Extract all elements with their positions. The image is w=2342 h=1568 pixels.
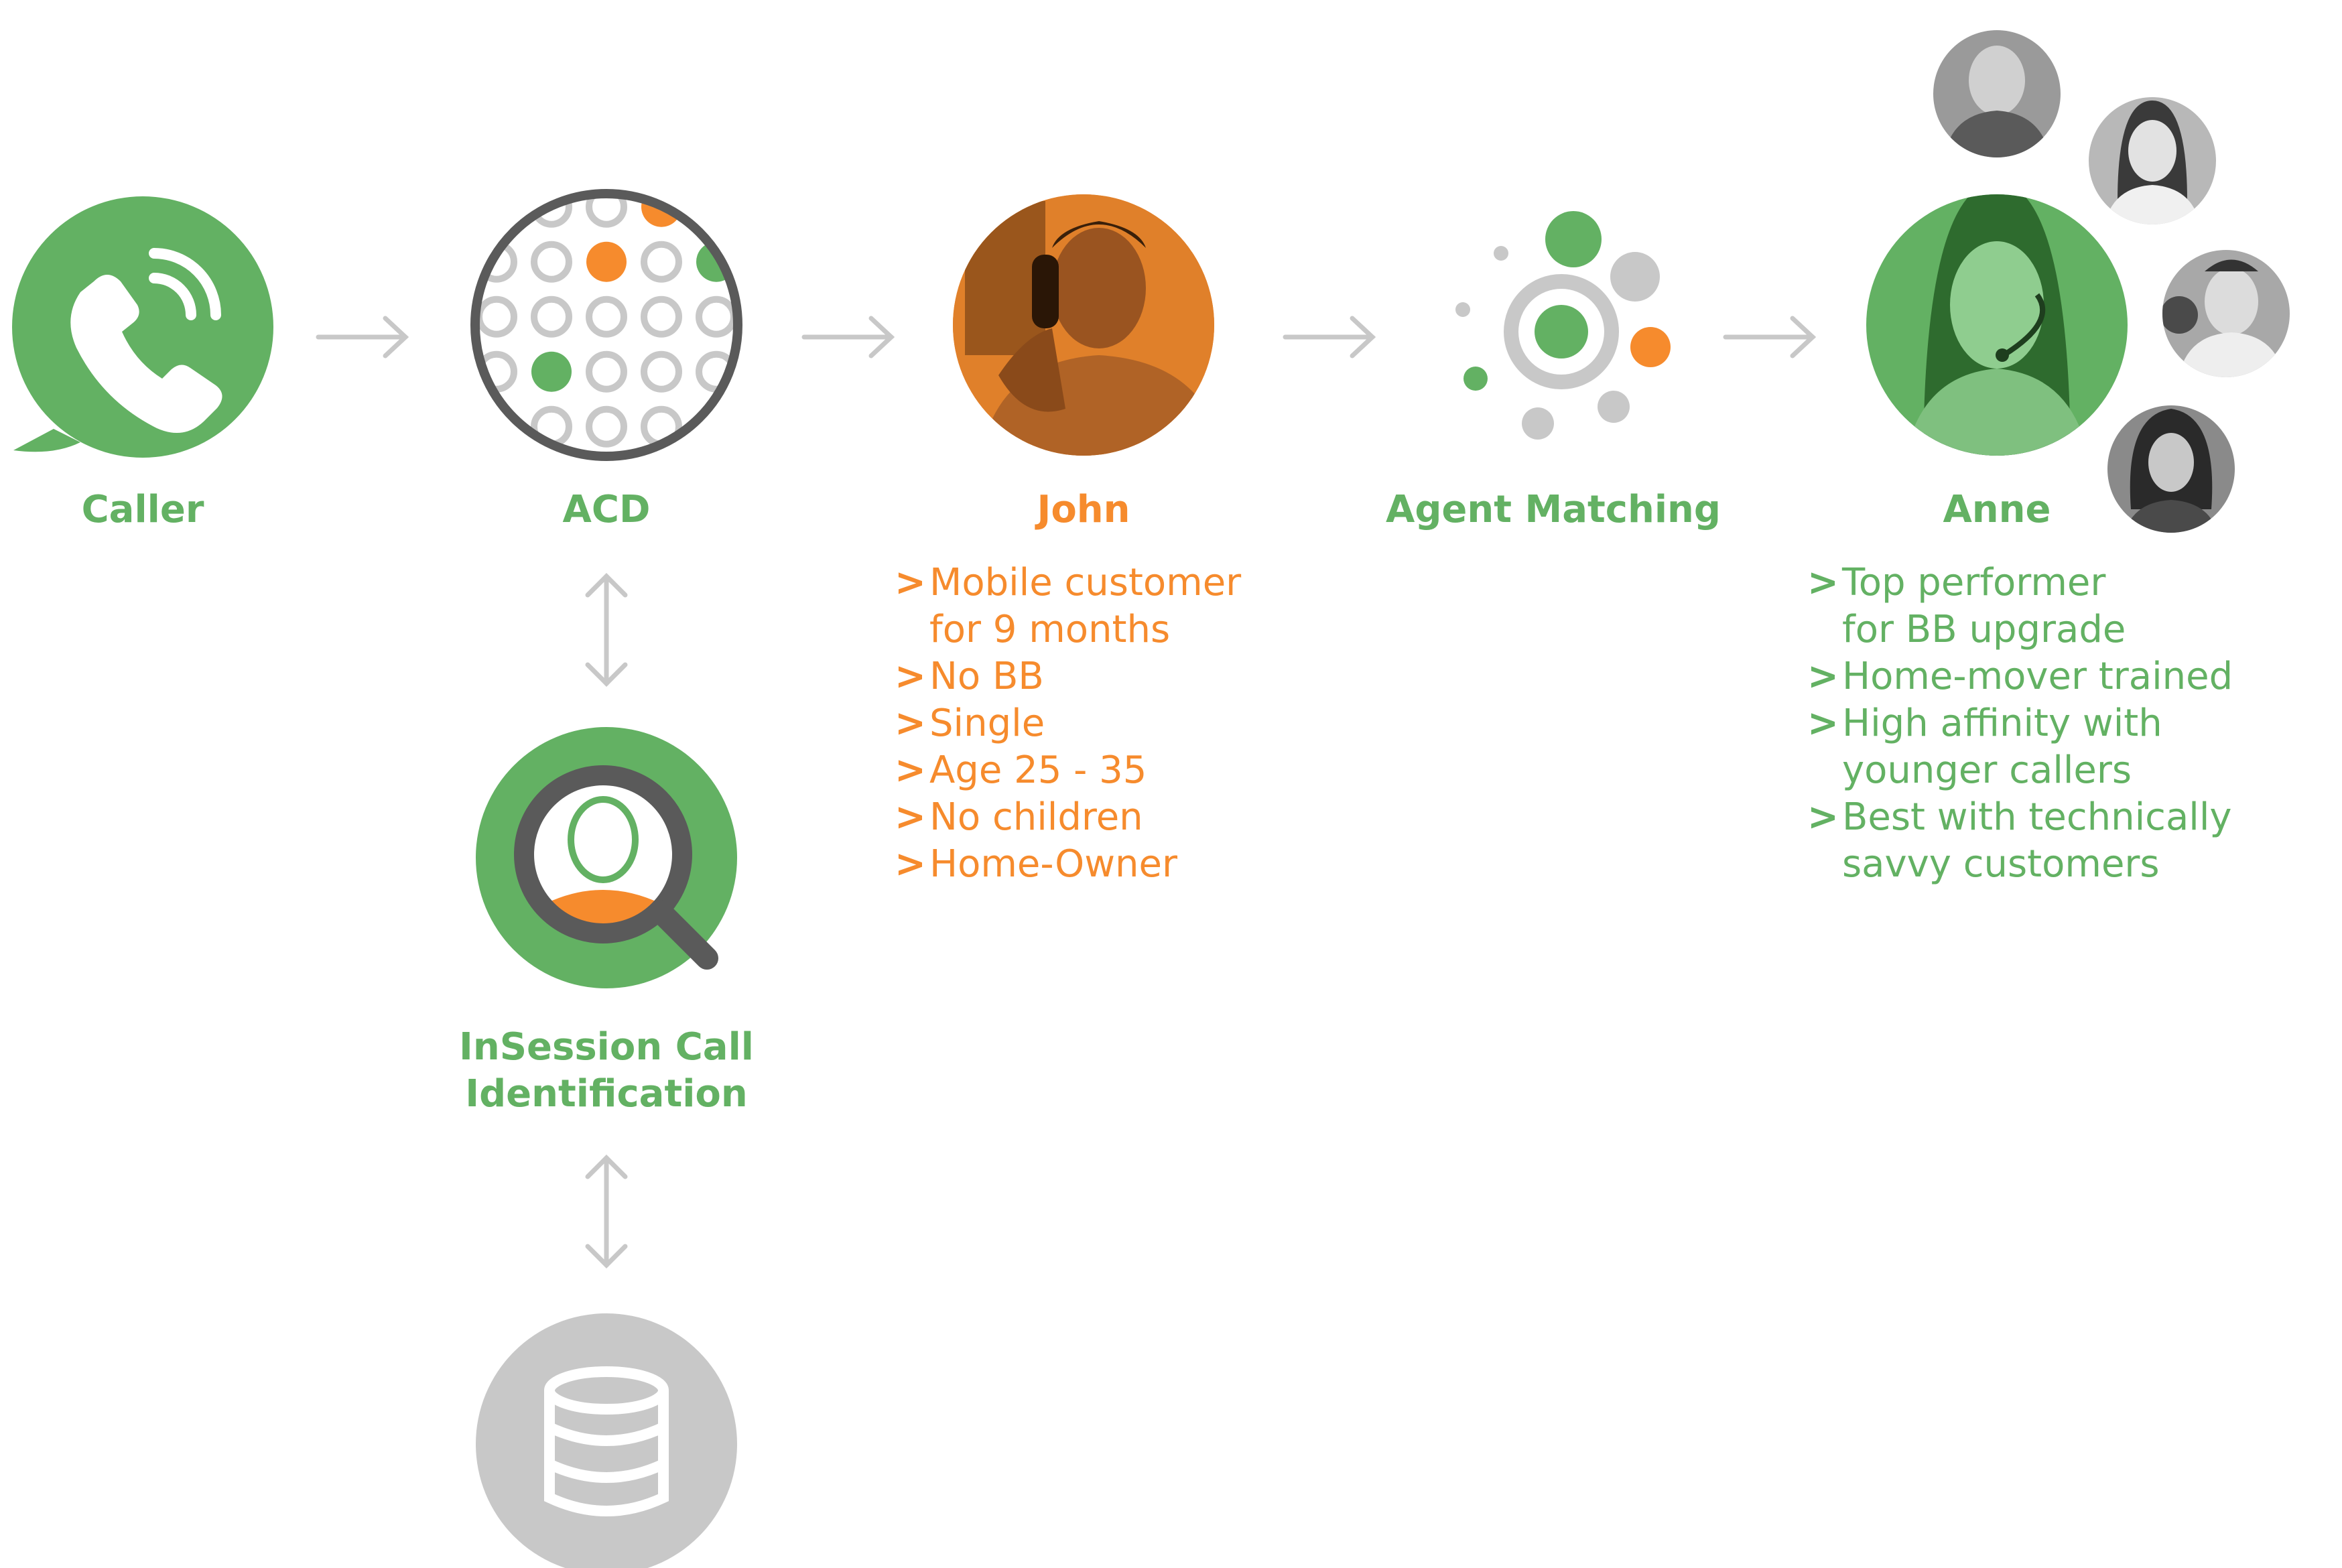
acd-grid-dot [534, 135, 569, 170]
database-icon [476, 1313, 737, 1568]
agent-photo-small-1 [1933, 30, 2061, 157]
attribute-item: >Mobile customer for 9 months [895, 560, 1241, 653]
acd-grid-dot [586, 241, 627, 282]
anne-label: Anne [1943, 488, 2051, 531]
acd-grid-dot [586, 296, 627, 338]
acd-grid-dot [754, 409, 789, 444]
attribute-item: >Single [895, 700, 1241, 747]
chevron-right-icon: > [1807, 561, 1839, 604]
attribute-text: Top performer for BB upgrade [1842, 561, 2126, 651]
arrow-caller-to-acd [316, 316, 409, 358]
chevron-right-icon: > [895, 842, 926, 886]
acd-grid-dot [699, 464, 734, 499]
arrow-acd-to-john [801, 316, 895, 358]
attribute-text: Single [929, 702, 1045, 745]
chevron-right-icon: > [895, 795, 926, 839]
john-attribute-list: >Mobile customer for 9 months>No BB>Sing… [895, 560, 1241, 888]
arrow-john-to-matching [1283, 316, 1376, 358]
acd-label: ACD [562, 488, 651, 531]
attribute-item: >Top performer for BB upgrade [1807, 560, 2233, 653]
double-arrow-insession-database [585, 1155, 628, 1268]
acd-grid-dot [424, 464, 459, 499]
john-label: John [1037, 488, 1130, 531]
acd-grid-dot [424, 190, 459, 224]
john-photo [953, 194, 1214, 456]
acd-grid-dot [586, 350, 627, 393]
attribute-item: >Home-Owner [895, 841, 1241, 888]
acd-grid-dot [754, 245, 789, 279]
acd-grid-dot [424, 245, 459, 279]
agent-photo-small-2 [2089, 97, 2216, 224]
acd-grid-dot [531, 241, 572, 283]
acd-grid-dot [754, 354, 789, 389]
agent-matching-label: Agent Matching [1385, 488, 1721, 531]
acd-grid-dot [479, 464, 514, 499]
acd-grid-dot [641, 296, 682, 338]
acd-grid-dot [586, 198, 627, 228]
acd-grid-dot [754, 464, 789, 499]
acd-grid-dot [754, 135, 789, 170]
chevron-right-icon: > [895, 655, 926, 698]
acd-grid-dot [531, 351, 572, 392]
acd-grid-dot [424, 354, 459, 389]
attribute-text: No BB [929, 655, 1044, 698]
acd-grid-dot [479, 296, 517, 338]
anne-photo [1866, 194, 2128, 456]
chevron-right-icon: > [1807, 655, 1839, 698]
attribute-item: >No children [895, 794, 1241, 841]
attribute-text: Home-Owner [929, 842, 1177, 886]
acd-grid-dot [531, 296, 572, 338]
acd-grid-dot [586, 405, 627, 448]
acd-grid-dot [696, 296, 734, 338]
acd-grid-dot [479, 198, 517, 227]
attribute-text: High affinity with younger callers [1842, 702, 2162, 792]
attribute-text: No children [929, 795, 1143, 839]
acd-grid-dot [754, 190, 789, 224]
chevron-right-icon: > [895, 561, 926, 604]
user-search-icon [476, 727, 737, 988]
acd-grid-dot [754, 300, 789, 334]
attribute-text: Age 25 - 35 [929, 748, 1147, 792]
attribute-item: >Age 25 - 35 [895, 747, 1241, 794]
agent-photo-small-4 [2107, 405, 2235, 533]
acd-grid-dot [644, 135, 679, 170]
chevron-right-icon: > [1807, 795, 1839, 839]
caller-phone-icon [12, 196, 273, 458]
arrow-matching-to-anne [1723, 316, 1817, 358]
acd-grid-dot [424, 300, 459, 334]
attribute-text: Home-mover trained [1842, 655, 2233, 698]
acd-grid-dot [479, 135, 514, 170]
attribute-item: >No BB [895, 653, 1241, 700]
matching-dots-icon [1455, 211, 1671, 440]
insession-label: InSession Call Identification [459, 1025, 754, 1116]
attribute-text: Mobile customer for 9 months [929, 561, 1242, 651]
acd-grid-dot [641, 241, 682, 283]
agent-photo-small-3 [2162, 250, 2290, 377]
chevron-right-icon: > [1807, 702, 1839, 745]
attribute-item: >Best with technically savvy customers [1807, 794, 2233, 888]
attribute-item: >High affinity with younger callers [1807, 700, 2233, 794]
acd-grid-dot [641, 350, 682, 393]
chevron-right-icon: > [895, 748, 926, 792]
anne-attribute-list: >Top performer for BB upgrade>Home-mover… [1807, 560, 2233, 888]
acd-grid-dot [696, 198, 734, 228]
acd-grid-dot [424, 409, 459, 444]
acd-grid-dot [699, 135, 734, 170]
attribute-text: Best with technically savvy customers [1842, 795, 2232, 886]
acd-grid-icon [424, 132, 789, 499]
acd-grid-dot [586, 132, 627, 172]
double-arrow-acd-insession [585, 573, 628, 687]
acd-grid-dot [424, 135, 459, 170]
attribute-item: >Home-mover trained [1807, 653, 2233, 700]
caller-label: Caller [81, 488, 204, 531]
chevron-right-icon: > [895, 702, 926, 745]
